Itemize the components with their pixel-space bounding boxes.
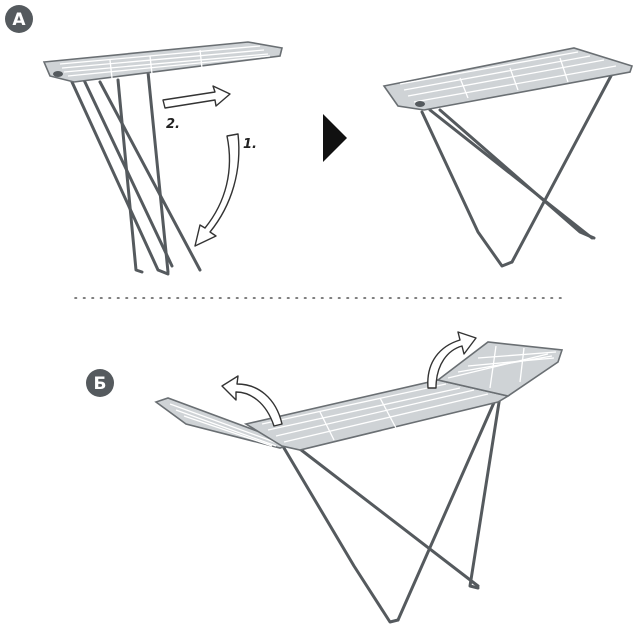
badge-a-label: А <box>12 10 26 30</box>
tray-wires-folded <box>59 45 271 79</box>
badge-b-label: Б <box>94 374 107 394</box>
step-1-label: 1. <box>243 137 257 152</box>
center-tray-wires <box>261 383 489 443</box>
dryer-wings-open <box>154 341 564 624</box>
badge-b: Б <box>86 369 114 397</box>
step-2-label: 2. <box>166 117 180 132</box>
curved-arrow-icon <box>194 133 240 247</box>
curved-arrow-icon <box>221 375 283 427</box>
dryer-folded <box>42 41 283 276</box>
dryer-unfolded <box>382 47 634 268</box>
left-wing-wires <box>169 403 281 447</box>
right-wing-wires <box>447 345 557 389</box>
triangle-right-icon <box>323 114 347 162</box>
straight-arrow-icon <box>162 85 231 109</box>
tray-wires-unfolded <box>399 51 617 103</box>
badge-a: А <box>5 5 33 33</box>
curved-arrow-icon <box>427 331 477 389</box>
